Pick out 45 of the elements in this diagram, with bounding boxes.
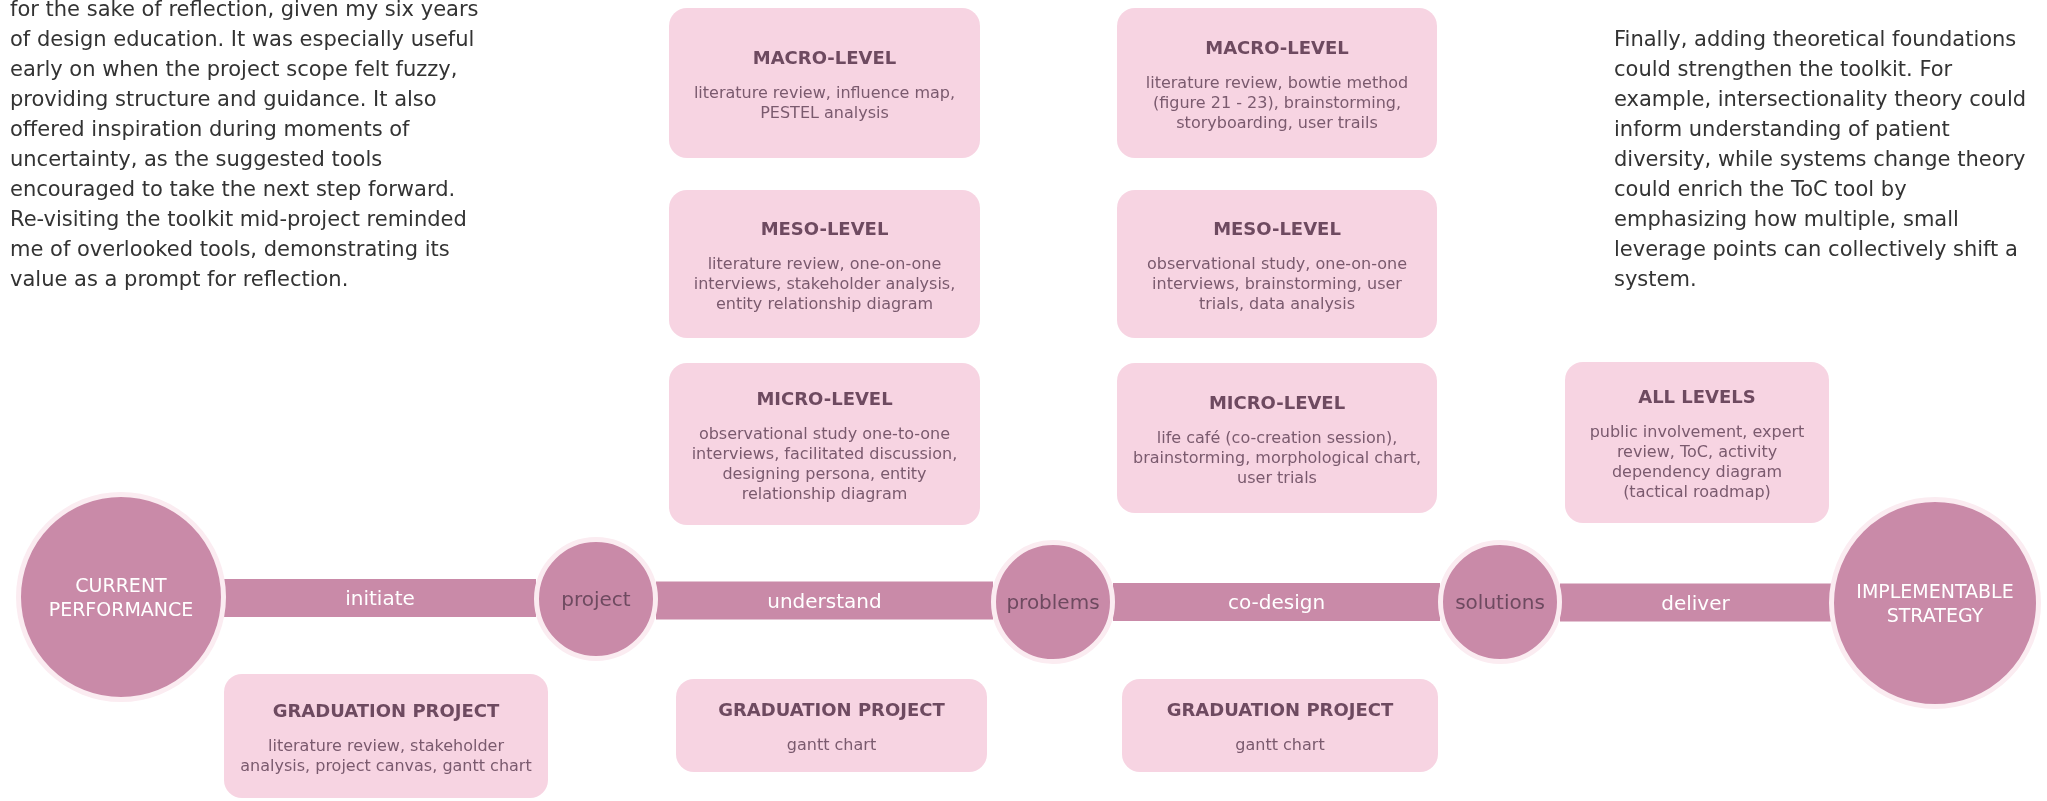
tool-card <box>669 363 980 525</box>
card-text: literature review, influence map, PESTEL analysis <box>692 82 957 123</box>
connector-bar <box>224 579 536 617</box>
tool-card <box>1117 363 1437 513</box>
card-heading: MESO-LEVEL <box>1213 216 1341 241</box>
tool-card <box>1565 362 1829 523</box>
edge-label: initiate <box>345 588 415 608</box>
card-heading: GRADUATION PROJECT <box>272 698 500 723</box>
tool-card <box>669 190 980 338</box>
card-text: observational study one-to-one interviews, facilitated discussion, designing persona, entity relationship diagram <box>690 423 959 504</box>
card-heading: GRADUATION PROJECT <box>718 698 945 722</box>
connector-bar <box>656 581 993 620</box>
card-text: observational study, one-on-one interviews, brainstorming, user trials, data analysis <box>1145 253 1409 314</box>
card-text: literature review, bowtie method (figure 21 - 23), brainstorming, storyboarding, user trails <box>1144 72 1410 133</box>
card-heading: ALL LEVELS <box>1638 385 1756 409</box>
tool-card <box>1117 190 1437 338</box>
card-text: gantt chart <box>1235 735 1325 755</box>
stage-label: solutions <box>1455 589 1545 616</box>
edge-label: deliver <box>1661 592 1730 613</box>
card-text: literature review, one-on-one interviews, stakeholder analysis, entity relationship diagram <box>692 253 957 314</box>
card-heading: GRADUATION PROJECT <box>1166 698 1394 722</box>
card-heading: MESO-LEVEL <box>760 216 889 241</box>
tool-card <box>1122 679 1438 772</box>
paragraph: Finally, adding theoretical foundations could strengthen the toolkit. For example, intersectionality theory could inform understanding of patient diversity, while systems change theory could enrich the ToC tool by emphasizing how multiple, small leverage points can collectively shift a system. <box>1614 26 2028 293</box>
connector-bar <box>1113 583 1440 621</box>
card-heading: MACRO-LEVEL <box>752 45 897 70</box>
card-heading: MACRO-LEVEL <box>1205 35 1349 60</box>
edge-label: co-design <box>1227 592 1326 612</box>
stage-label: IMPLEMENTABLE STRATEGY <box>1855 579 2015 627</box>
card-heading: MICRO-LEVEL <box>756 386 893 411</box>
tool-card <box>224 674 548 798</box>
stage-label: problems <box>1006 589 1100 616</box>
paragraph: for the sake of reflection, given my six years of design education. It was especially useful early on when the project scope felt fuzzy, providing structure and guidance. It also offered inspiration during moments of uncertainty, as the suggested tools encouraged to take the next step forward. Re-visiting the toolkit mid-project reminded me of overlooked tools, demonstrating its value as a prompt for reflection. <box>10 0 480 293</box>
edge-label: understand <box>767 590 882 611</box>
card-heading: MICRO-LEVEL <box>1208 390 1346 415</box>
tool-card <box>1117 8 1437 158</box>
tool-card <box>669 8 980 158</box>
card-text: literature review, stakeholder analysis, project canvas, gantt chart <box>239 735 533 776</box>
card-text: gantt chart <box>786 735 877 755</box>
card-text: life café (co-creation session), brainstorming, morphological chart, user trials <box>1132 427 1422 488</box>
stage-label: CURRENT PERFORMANCE <box>47 573 195 621</box>
card-text: public involvement, expert review, ToC, activity dependency diagram (tactical roadmap) <box>1588 422 1806 502</box>
connector-bar <box>1560 583 1831 622</box>
stage-label: project <box>561 586 631 613</box>
tool-card <box>676 679 987 772</box>
